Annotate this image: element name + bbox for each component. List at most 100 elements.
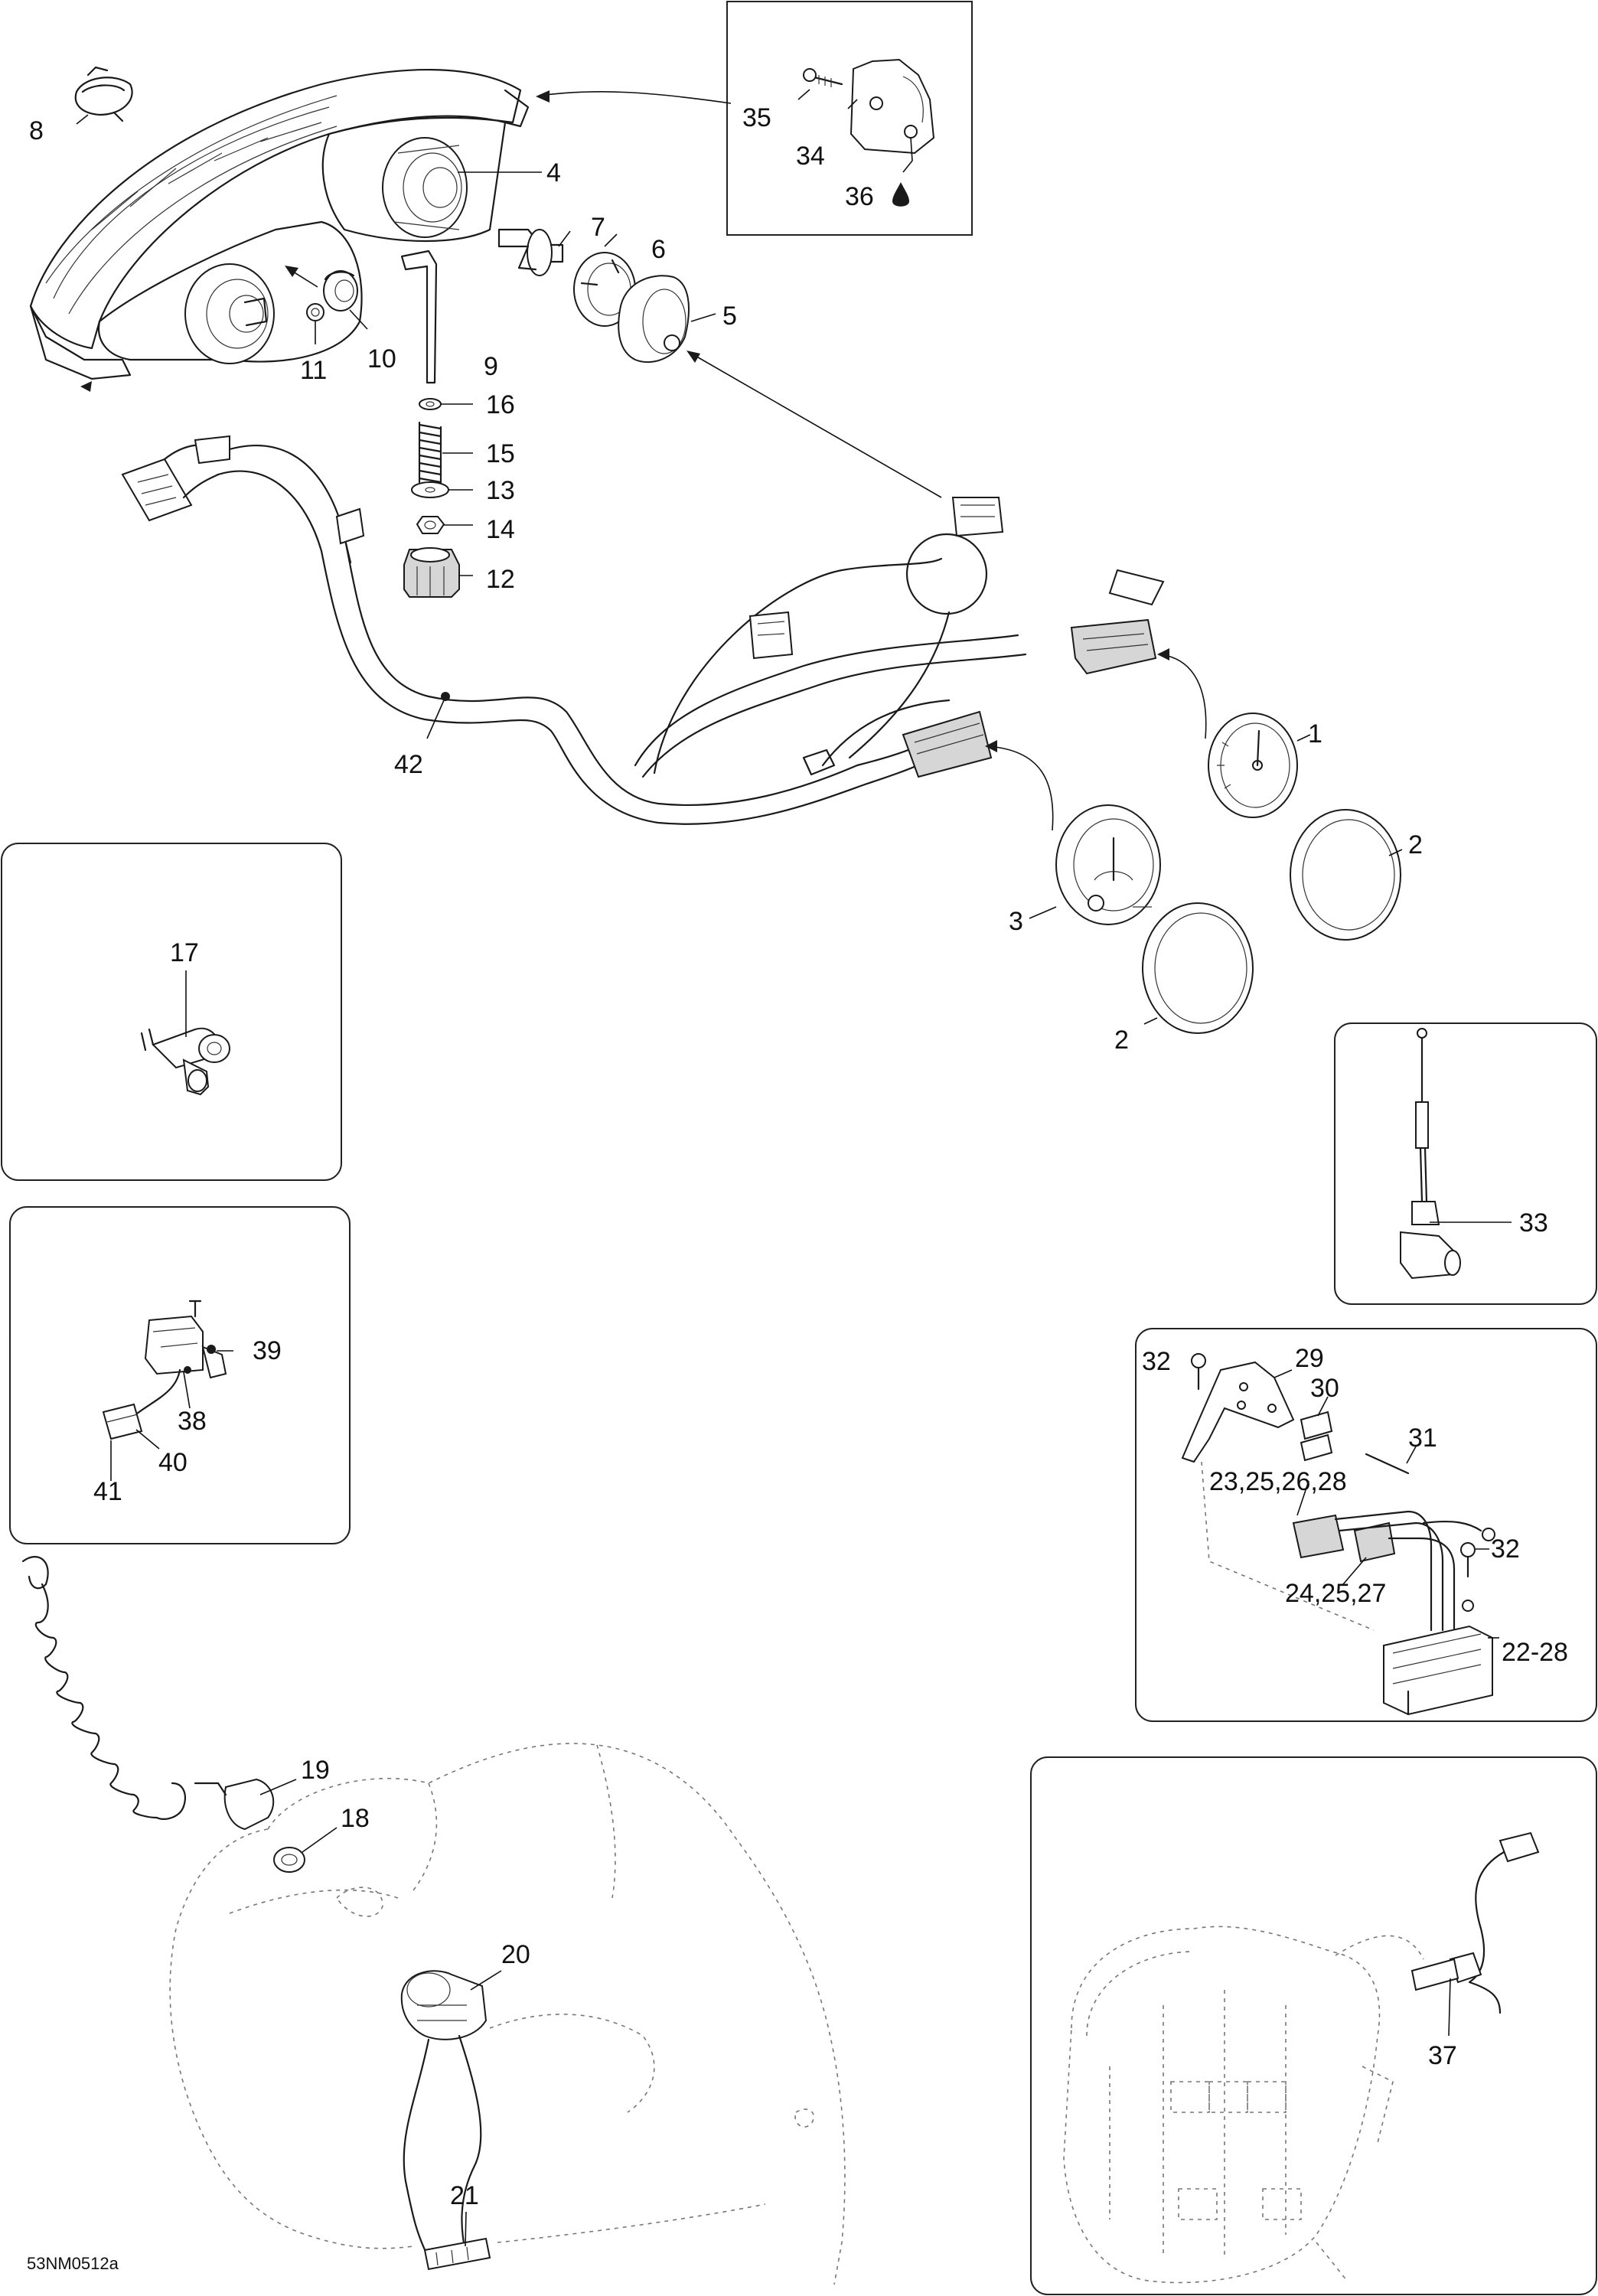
nut-11 [306,303,324,321]
spring-15 [418,421,442,487]
plate-30 [1300,1411,1333,1462]
harness-connector-center [748,611,794,660]
detail-box-35-36 [726,1,973,236]
callout-6: 6 [651,235,666,264]
arrowhead-top [536,90,550,103]
callout-19: 19 [301,1756,330,1785]
bezel-ring-2-lower [1142,902,1254,1034]
arrowhead-gauge-3 [985,740,997,752]
harness-42-point [441,692,450,701]
callout-22-28: 22-28 [1502,1638,1568,1667]
detail-box-37 [1030,1756,1597,2295]
drop-icon [892,182,909,207]
wiring-harness-42 [217,445,1027,825]
wires-21 [403,2034,491,2271]
detail-box-22-32 [1135,1328,1597,1722]
pin-31 [1365,1453,1410,1475]
harness-highlight-circle [905,533,988,615]
arrow-head [285,266,298,277]
adjuster-screw-9 [400,249,438,384]
wire-38-41 [102,1366,191,1440]
callout-4: 4 [546,158,561,188]
callout-35: 35 [742,103,771,132]
callout-14: 14 [486,515,515,544]
callout-2-upper: 2 [1408,830,1423,859]
engine-block-outline [1063,1926,1424,2284]
headlamp-rear-socket-upper [382,137,468,238]
gauge-3 [1055,804,1161,925]
regulator-connectors [1292,1510,1495,1632]
callout-36: 36 [845,182,874,211]
callout-10: 10 [367,344,396,373]
callout-16: 16 [486,390,515,419]
nut-14 [416,516,445,534]
solenoid-39 [144,1300,227,1379]
clip-8 [74,66,133,122]
switch-20 [400,1970,488,2040]
callout-42: 42 [394,750,423,779]
detail-box-38-41 [9,1206,351,1544]
callout-2-lower: 2 [1114,1026,1129,1055]
callout-17: 17 [170,938,199,967]
callout-39: 39 [253,1336,282,1365]
callout-34: 34 [796,142,825,171]
callout-24-25-27: 24,25,27 [1285,1579,1386,1608]
bezel-ring-2-upper [1290,809,1401,941]
arrow-gauge-3 [987,745,1054,831]
callout-7: 7 [591,213,605,242]
callout-29: 29 [1295,1344,1324,1373]
callout-15: 15 [486,439,515,468]
harness-connector-left [121,435,230,522]
safety-lanyard-19 [21,1556,275,1831]
callout-30: 30 [1310,1374,1339,1403]
callout-9: 9 [484,352,498,381]
grommet-10 [323,270,358,311]
callout-5: 5 [722,302,737,331]
callout-12: 12 [486,565,515,594]
callout-31: 31 [1408,1424,1437,1453]
headlamp-housing [29,68,530,380]
bracket-34 [850,58,935,155]
callout-13: 13 [486,476,515,505]
detail-box-17 [1,843,342,1181]
callout-1: 1 [1308,719,1322,748]
screw-35 [803,68,843,87]
callout-32-lower: 32 [1491,1534,1520,1564]
callout-20: 20 [501,1940,530,1969]
arrowhead-5 [686,351,700,363]
arrow-to-headlamp-top [539,91,732,104]
arrow-to-boot-5 [688,351,942,498]
callout-33: 33 [1519,1208,1548,1238]
screw-32-lower [1460,1542,1476,1612]
boot-5 [618,275,690,364]
callout-8: 8 [29,116,44,145]
callout-21: 21 [450,2181,479,2210]
knob-12 [403,547,460,598]
voltage-regulator [1383,1625,1493,1716]
temp-sensor-37 [1410,1831,1540,2014]
sensor-33 [1400,1028,1461,1280]
mounting-bracket-29 [1181,1361,1295,1463]
callout-11: 11 [300,356,327,385]
headlamp-rear-socket-lower [184,263,275,364]
screw-32-upper [1191,1353,1206,1391]
callout-18: 18 [341,1804,370,1833]
gauge-1 [1208,713,1298,818]
arrow-gauge-1 [1159,654,1207,739]
bulb-7 [497,228,564,276]
harness-connector-right-upper [1070,569,1165,675]
arrowhead-gauge-1 [1157,648,1169,660]
detail-box-33 [1334,1022,1597,1305]
harness-connector-right-lower [802,710,993,778]
callout-40: 40 [158,1448,188,1477]
washer-13 [411,481,449,498]
console-outline [169,1743,846,2285]
callout-37: 37 [1428,2041,1457,2070]
leader-lines [76,89,1512,2247]
washer-16 [419,398,442,410]
callout-23-25-26-28: 23,25,26,28 [1209,1467,1347,1496]
figure-reference: 53NM0512a [27,2254,119,2273]
callout-32-upper: 32 [1142,1347,1171,1376]
arrow-head-small [80,381,92,392]
